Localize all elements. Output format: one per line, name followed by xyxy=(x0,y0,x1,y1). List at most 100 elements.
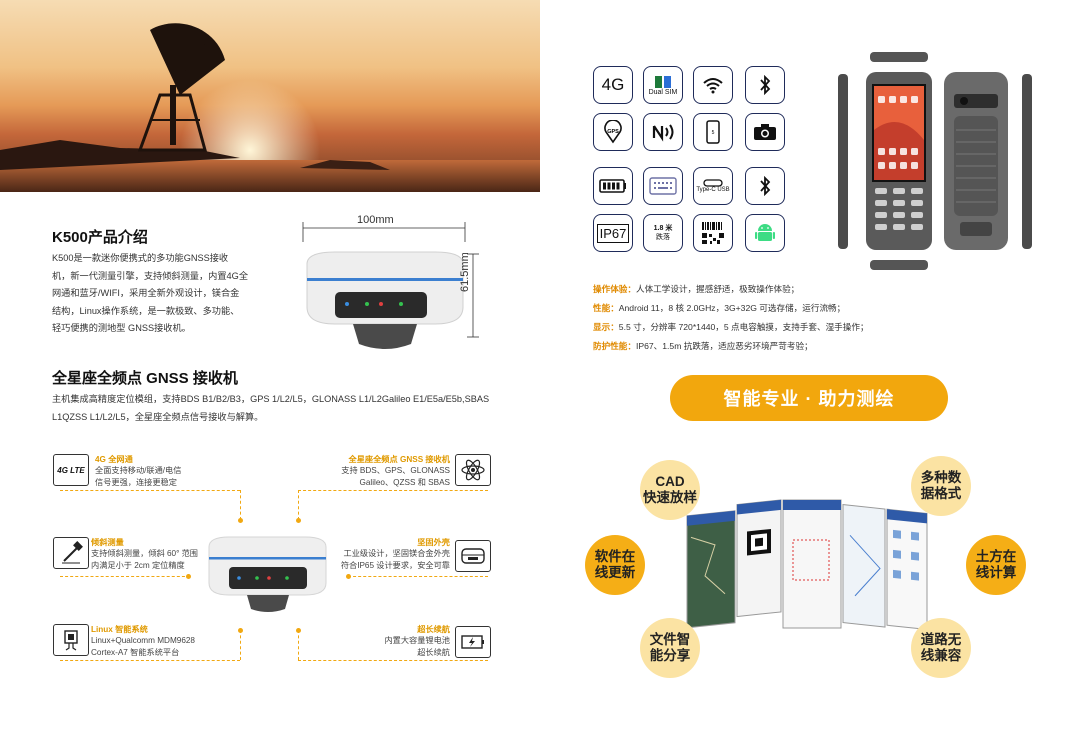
feature-line: 支持倾斜测量，倾斜 60° 范围 xyxy=(91,549,198,558)
feature-linux: Linux 智能系统 Linux+Qualcomm MDM9628 Cortex… xyxy=(91,623,195,658)
feature-title: 全星座全频点 GNSS 接收机 xyxy=(348,455,450,464)
feature-circle-file-share: 文件智能分享 xyxy=(640,618,700,678)
connector-dot xyxy=(238,518,243,523)
intro-line: 机，新一代测量引擎，支持倾斜测量，内置4G全 xyxy=(52,270,249,281)
gps-pin-icon: GPS xyxy=(593,113,633,151)
feature-line: Cortex-A7 智能系统平台 xyxy=(91,647,180,657)
circle-text: 软件在 xyxy=(594,549,636,564)
circle-text: 文件智 xyxy=(649,632,691,647)
dual-sim-icon: Dual SIM xyxy=(643,66,683,104)
lte-icon: 4G LTE xyxy=(53,454,89,486)
spec-text: 人体工学设计，握感舒适，极致操作体验； xyxy=(635,284,800,294)
ip67-icon: IP67 xyxy=(593,214,633,252)
spec-label: 显示： xyxy=(593,322,619,332)
connector-dot xyxy=(296,518,301,523)
ip67-text: IP67 xyxy=(596,223,630,243)
4g-icon: 4G xyxy=(593,66,633,104)
circle-text: 多种数 xyxy=(920,470,962,485)
spec-line-protection: 防护性能：IP67、1.5m 抗跌落，适应恶劣环境严苛考验； xyxy=(593,340,813,352)
feature-line: Galileo、QZSS 和 SBAS xyxy=(359,477,450,487)
svg-text:GPS: GPS xyxy=(607,129,619,135)
circle-text: 线计算 xyxy=(975,565,1017,580)
hero-sunset-image xyxy=(0,0,540,192)
feature-tilt: 倾斜测量 支持倾斜测量，倾斜 60° 范围 内满足小于 2cm 定位精度 xyxy=(91,536,198,571)
spec-label: 防护性能： xyxy=(593,341,636,351)
feature-title: 4G 全网通 xyxy=(95,455,133,464)
shell-device-icon xyxy=(455,540,491,572)
feature-title: Linux 智能系统 xyxy=(91,625,148,634)
dual-sim-text: Dual SIM xyxy=(648,88,678,96)
type-c-icon: Type-C USB xyxy=(693,167,733,205)
feature-line: 全面支持移动/联通/电信 xyxy=(95,466,182,475)
connector-dot xyxy=(186,574,191,579)
spec-label: 操作体验： xyxy=(593,284,636,294)
feature-title: 坚固外壳 xyxy=(417,538,450,547)
bluetooth-icon xyxy=(745,66,785,104)
software-screens-image xyxy=(685,488,930,638)
feature-line: 超长续航 xyxy=(417,647,450,657)
feature-line: 内满足小于 2cm 定位精度 xyxy=(91,560,185,570)
feature-circle-earthwork: 土方在线计算 xyxy=(966,535,1026,595)
camera-icon xyxy=(745,113,785,151)
battery-icon-right xyxy=(593,167,633,205)
dimension-height: 61.5mm xyxy=(459,252,471,292)
screen-size-icon: 5 xyxy=(693,113,733,151)
gnss-section-title: 全星座全频点 GNSS 接收机 xyxy=(52,370,238,387)
feature-battery: 超长续航 内置大容量锂电池 超长续航 xyxy=(300,623,450,658)
circle-text: 能分享 xyxy=(649,648,691,663)
satellite-orbit-icon xyxy=(455,454,491,486)
intro-line: K500是一款迷你便携式的多功能GNSS接收 xyxy=(52,253,229,263)
intro-line: 网通和蓝牙/WIFI，采用全新外观设计，镁合金 xyxy=(52,288,240,298)
circle-text: 土方在 xyxy=(975,549,1017,564)
feature-line: 信号更强，连接更稳定 xyxy=(95,477,177,487)
receiver-dimension-drawing: 100mm 61.5mm xyxy=(295,212,505,362)
nfc-icon xyxy=(643,113,683,151)
connector-line xyxy=(348,576,488,577)
feature-gnss: 全星座全频点 GNSS 接收机 支持 BDS、GPS、GLONASS Galil… xyxy=(300,453,450,488)
handheld-controller-image xyxy=(830,50,1045,275)
feature-line: 内置大容量锂电池 xyxy=(384,636,450,645)
spec-line-performance: 性能：Android 11，8 核 2.0GHz，3G+32G 可选存储，运行流… xyxy=(593,302,845,314)
dimension-width: 100mm xyxy=(357,214,394,226)
feature-title: 超长续航 xyxy=(417,625,450,634)
connector-line xyxy=(60,576,190,577)
connector-line xyxy=(298,490,299,520)
connector-dot xyxy=(238,628,243,633)
circle-text: 道路无 xyxy=(920,632,962,647)
android-icon xyxy=(745,214,785,252)
chip-icon xyxy=(53,624,89,656)
svg-text:5: 5 xyxy=(712,130,715,136)
tilt-pole-icon xyxy=(53,537,89,569)
circle-text: CAD xyxy=(655,474,685,489)
battery-icon xyxy=(455,626,491,658)
type-c-text: Type-C USB xyxy=(696,187,730,193)
wifi-icon xyxy=(693,66,733,104)
product-title: K500产品介绍 xyxy=(52,229,148,246)
connector-line xyxy=(298,660,488,661)
connector-line xyxy=(298,490,488,491)
gnss-line: L1QZSS L1/L2/L5，全星座全频点信号接收与解算。 xyxy=(52,411,264,422)
circle-text: 据格式 xyxy=(920,486,962,501)
barcode-qr-icon xyxy=(693,214,733,252)
feature-line: 符合IP65 设计要求，安全可靠 xyxy=(340,560,450,570)
connector-line xyxy=(298,630,299,660)
circle-text: 线更新 xyxy=(594,565,636,580)
drop-test-icon: 1.8 米 跌落 xyxy=(643,214,683,252)
connector-line xyxy=(60,660,240,661)
feature-line: 工业级设计，坚固镁合金外壳 xyxy=(343,549,450,558)
circle-text: 线兼容 xyxy=(920,648,962,663)
feature-title: 倾斜测量 xyxy=(91,538,124,547)
gnss-line: 主机集成高精度定位模组，支持BDS B1/B2/B3，GPS 1/L2/L5，G… xyxy=(52,394,490,404)
feature-4g: 4G 全网通 全面支持移动/联通/电信 信号更强，连接更稳定 xyxy=(95,453,181,488)
feature-circle-road: 道路无线兼容 xyxy=(911,618,971,678)
spec-text: 5.5 寸，分辨率 720*1440，5 点电容触摸，支持手套、湿手操作； xyxy=(618,322,869,332)
product-intro: K500是一款迷你便携式的多功能GNSS接收 机，新一代测量引擎，支持倾斜测量，… xyxy=(52,250,272,338)
bluetooth-icon-2 xyxy=(745,167,785,205)
connector-dot xyxy=(346,574,351,579)
drop-height-text: 1.8 米 xyxy=(653,225,673,232)
connector-dot xyxy=(296,628,301,633)
4g-icon-text: 4G xyxy=(601,75,625,94)
feature-line: 支持 BDS、GPS、GLONASS xyxy=(341,466,450,475)
connector-line xyxy=(240,490,241,520)
connector-line xyxy=(240,630,241,660)
